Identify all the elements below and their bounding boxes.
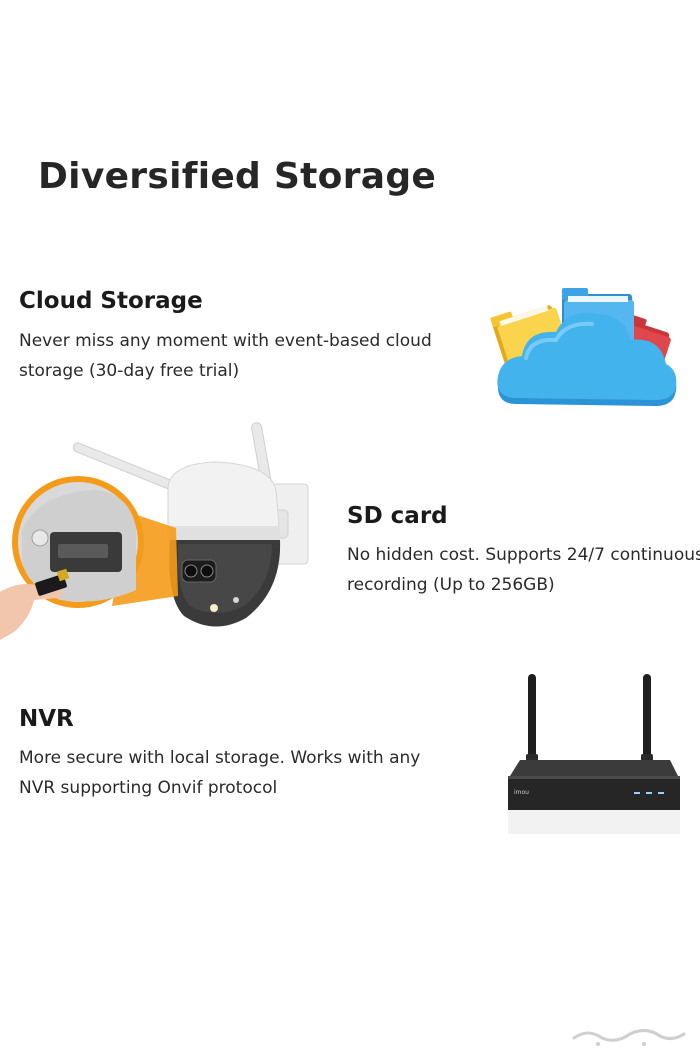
nvr-recorder-illustration: imou [508, 674, 680, 834]
nvr-line-1: More secure with local storage. Works wi… [19, 748, 421, 768]
page-title: Diversified Storage [38, 156, 437, 197]
cloud-storage-heading: Cloud Storage [19, 288, 203, 314]
nvr-brand-logo: imou [514, 789, 529, 796]
cloud-storage-line-2: storage (30-day free trial) [19, 361, 240, 381]
ptz-camera-sd-card-illustration [0, 422, 309, 640]
sd-card-description: No hidden cost. Supports 24/7 continuous… [347, 540, 700, 600]
nvr-description: More secure with local storage. Works wi… [19, 743, 420, 803]
site-watermark-icon [572, 1029, 686, 1046]
cloud-storage-line-1: Never miss any moment with event-based c… [19, 331, 432, 351]
cloud-storage-description: Never miss any moment with event-based c… [19, 326, 432, 386]
nvr-heading: NVR [19, 706, 74, 732]
nvr-line-2: NVR supporting Onvif protocol [19, 778, 278, 798]
sd-card-line-1: No hidden cost. Supports 24/7 continuous [347, 545, 700, 565]
sd-card-heading: SD card [347, 503, 448, 529]
sd-card-line-2: recording (Up to 256GB) [347, 575, 555, 595]
cloud-folders-icon [490, 288, 677, 406]
